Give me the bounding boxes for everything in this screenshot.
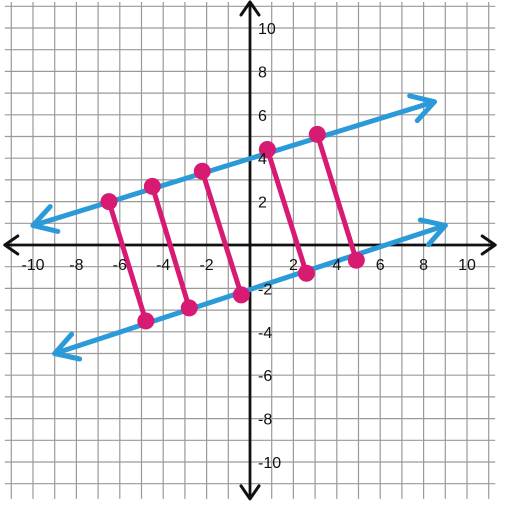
x-tick-label: -2 bbox=[199, 257, 213, 274]
pink-segment bbox=[308, 125, 365, 269]
arrowhead bbox=[30, 204, 61, 234]
pink-segment bbox=[258, 141, 315, 282]
x-tick-label: 4 bbox=[332, 257, 341, 274]
segment-endpoint bbox=[180, 299, 198, 317]
blue-line-stroke bbox=[52, 222, 448, 356]
pink-segment-stroke bbox=[149, 183, 192, 311]
segment-endpoint bbox=[297, 264, 315, 282]
segment-endpoint bbox=[347, 251, 365, 269]
x-tick-label: 2 bbox=[289, 257, 298, 274]
axes bbox=[3, 0, 497, 501]
y-tick-label: -10 bbox=[258, 455, 281, 472]
pink-segment-stroke bbox=[106, 199, 149, 324]
blue-line bbox=[52, 217, 448, 362]
pink-segment-stroke bbox=[199, 168, 244, 298]
arrowhead bbox=[417, 217, 448, 248]
arrowhead bbox=[52, 331, 83, 362]
segment-endpoint bbox=[137, 312, 155, 330]
pink-segment bbox=[193, 162, 250, 304]
y-tick-label: -4 bbox=[258, 325, 272, 342]
x-tick-label: -4 bbox=[156, 257, 170, 274]
y-axis-arrow-up bbox=[239, 0, 261, 17]
x-tick-label: 6 bbox=[376, 257, 385, 274]
arrowhead bbox=[407, 93, 437, 124]
pink-segment-stroke bbox=[314, 131, 359, 263]
y-tick-label: 6 bbox=[258, 108, 267, 125]
segment-endpoint bbox=[193, 162, 211, 180]
lines-layer bbox=[30, 93, 448, 362]
segment-endpoint bbox=[143, 177, 161, 195]
x-axis-arrow-right bbox=[480, 234, 497, 256]
x-tick-label: -8 bbox=[69, 257, 83, 274]
segment-endpoint bbox=[100, 193, 118, 211]
pink-segment bbox=[143, 177, 198, 317]
pink-segment bbox=[100, 193, 155, 330]
x-tick-label: 8 bbox=[419, 257, 428, 274]
x-axis-arrow-left bbox=[3, 234, 20, 256]
x-tick-label: 10 bbox=[458, 257, 476, 274]
blue-line bbox=[30, 93, 437, 234]
segment-endpoint bbox=[258, 141, 276, 159]
y-tick-label: 8 bbox=[258, 64, 267, 81]
segment-endpoint bbox=[308, 125, 326, 143]
y-axis-arrow-down bbox=[239, 484, 261, 501]
y-tick-label: 2 bbox=[258, 195, 267, 212]
y-tick-label: 10 bbox=[258, 21, 276, 38]
y-tick-labels: -10 -8 -6 -4 -2 2 4 6 8 10 bbox=[258, 21, 281, 472]
y-tick-label: -8 bbox=[258, 412, 272, 429]
y-tick-label: -6 bbox=[258, 368, 272, 385]
x-tick-label: -10 bbox=[21, 257, 44, 274]
pink-segment-stroke bbox=[264, 147, 309, 276]
x-tick-label: -6 bbox=[113, 257, 127, 274]
y-tick-label: 4 bbox=[258, 151, 267, 168]
blue-line-stroke bbox=[30, 99, 437, 228]
x-tick-labels: -10 -8 -6 -4 -2 2 4 6 8 10 bbox=[21, 257, 476, 274]
y-tick-label: -2 bbox=[258, 281, 272, 298]
segment-endpoint bbox=[232, 286, 250, 304]
segments-layer bbox=[100, 125, 365, 330]
